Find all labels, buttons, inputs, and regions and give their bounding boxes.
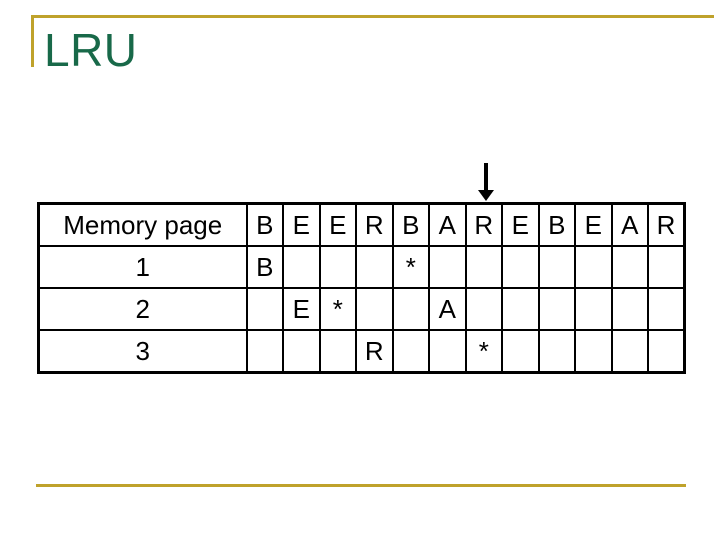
- page-fault-marker: *: [318, 287, 357, 331]
- empty-cell: [428, 245, 467, 289]
- page-number-label: 1: [37, 245, 248, 289]
- empty-cell: [574, 245, 613, 289]
- empty-cell: [391, 329, 430, 374]
- reference-letter: B: [245, 202, 284, 247]
- empty-cell: [282, 245, 321, 289]
- loaded-page-cell: A: [428, 287, 467, 331]
- empty-cell: [282, 329, 321, 374]
- empty-cell: [318, 329, 357, 374]
- arrow-head: [477, 190, 494, 201]
- reference-letter: E: [318, 202, 357, 247]
- empty-cell: [574, 287, 613, 331]
- empty-cell: [647, 329, 686, 374]
- empty-cell: [537, 245, 576, 289]
- reference-letter: E: [501, 202, 540, 247]
- empty-cell: [355, 287, 394, 331]
- empty-cell: [610, 329, 649, 374]
- empty-cell: [647, 245, 686, 289]
- page-number-label: 3: [37, 329, 248, 374]
- reference-letter: B: [537, 202, 576, 247]
- empty-cell: [610, 287, 649, 331]
- memory-page-row: 3 R *: [37, 329, 686, 374]
- reference-letter: R: [355, 202, 394, 247]
- title-accent-bar: [31, 15, 34, 67]
- reference-letter: E: [282, 202, 321, 247]
- empty-cell: [355, 245, 394, 289]
- empty-cell: [501, 287, 540, 331]
- empty-cell: [501, 245, 540, 289]
- reference-letter: B: [391, 202, 430, 247]
- empty-cell: [501, 329, 540, 374]
- loaded-page-cell: E: [282, 287, 321, 331]
- page-number-label: 2: [37, 287, 248, 331]
- slide-title: LRU: [44, 24, 138, 76]
- reference-letter: E: [574, 202, 613, 247]
- empty-cell: [428, 329, 467, 374]
- empty-cell: [574, 329, 613, 374]
- empty-cell: [464, 287, 503, 331]
- reference-letter: R: [647, 202, 686, 247]
- loaded-page-cell: R: [355, 329, 394, 374]
- empty-cell: [464, 245, 503, 289]
- empty-cell: [537, 329, 576, 374]
- empty-cell: [245, 287, 284, 331]
- top-accent-line: [31, 15, 714, 18]
- empty-cell: [245, 329, 284, 374]
- reference-letter: A: [610, 202, 649, 247]
- bottom-divider-line: [36, 484, 686, 487]
- empty-cell: [318, 245, 357, 289]
- empty-cell: [647, 287, 686, 331]
- empty-cell: [610, 245, 649, 289]
- reference-letter: A: [428, 202, 467, 247]
- reference-letter: R: [464, 202, 503, 247]
- page-fault-marker: *: [464, 329, 503, 374]
- current-reference-arrow-icon: [477, 163, 494, 201]
- page-fault-marker: *: [391, 245, 430, 289]
- loaded-page-cell: B: [245, 245, 284, 289]
- empty-cell: [537, 287, 576, 331]
- empty-cell: [391, 287, 430, 331]
- arrow-shaft: [483, 163, 488, 190]
- corner-header: Memory page: [37, 202, 248, 247]
